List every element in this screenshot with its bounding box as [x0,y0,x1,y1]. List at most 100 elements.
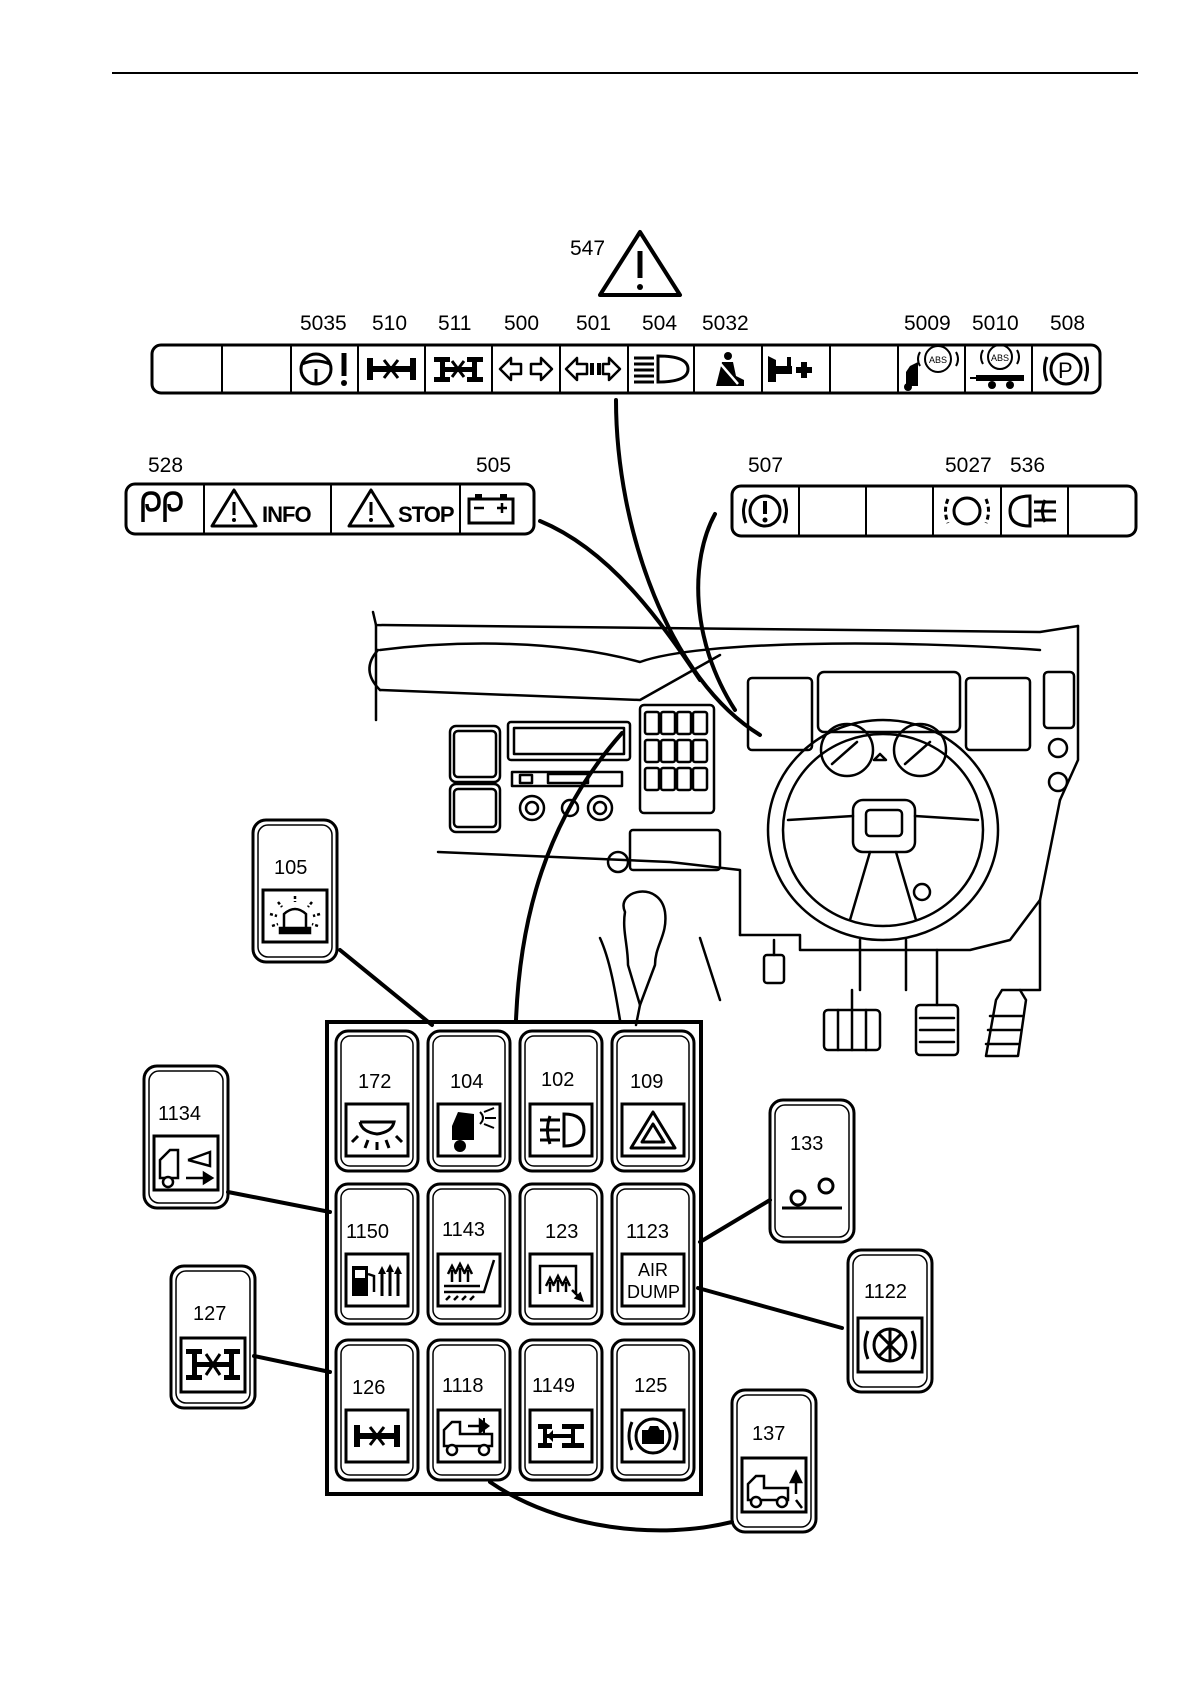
svg-text:109: 109 [630,1071,663,1093]
switch-125[interactable]: 125 [612,1340,694,1480]
label-511: 511 [438,312,471,335]
glow-plug-icon [143,493,181,522]
diff-lock-switch-icon [354,1425,400,1447]
svg-text:1122: 1122 [864,1281,907,1303]
switch-1134[interactable]: 1134 [144,1066,228,1208]
pto-icon [768,356,812,382]
switch-1143[interactable]: 1143 [428,1184,510,1324]
svg-text:105: 105 [274,857,307,879]
inter-axle-lock-icon [434,357,483,382]
svg-text:ABS: ABS [929,355,947,365]
brake-pad-icon [946,498,989,524]
connector-lines [228,400,842,1530]
engine-brake-icon [629,1419,677,1453]
label-5009: 5009 [904,312,951,335]
axle-config-icon [538,1424,584,1448]
svg-text:123: 123 [545,1221,578,1243]
label-500: 500 [504,312,539,335]
switch-126[interactable]: 126 [336,1340,418,1480]
parking-brake-icon: P [1045,354,1088,384]
turn-signal-icon [566,358,620,380]
label-508: 508 [1050,312,1085,335]
battery-icon [469,494,513,523]
svg-text:P: P [1058,358,1073,383]
svg-text:104: 104 [450,1071,483,1093]
abs-truck-icon: ABS [904,346,958,391]
switch-137[interactable]: 137 [732,1390,816,1532]
switch-172[interactable]: 172 [336,1031,418,1171]
front-fog-icon [540,1114,584,1146]
turn-signal-trailer-icon [500,358,552,380]
suspension-height-icon [782,1179,842,1208]
switch-104[interactable]: 104 [428,1031,510,1171]
abs-off-icon [865,1328,915,1362]
stop-warning-icon [349,490,393,526]
svg-text:102: 102 [541,1069,574,1091]
svg-text:1150: 1150 [346,1221,389,1243]
svg-text:1118: 1118 [442,1375,484,1397]
rear-fog-icon [1010,496,1056,526]
svg-text:126: 126 [352,1377,385,1399]
inter-axle-lock-switch-icon [186,1349,240,1380]
label-5010: 5010 [972,312,1019,335]
high-beam-icon [634,356,688,382]
svg-text:137: 137 [752,1423,785,1445]
switch-105[interactable]: 105 [253,820,337,962]
tipper-body-icon [748,1472,802,1508]
warning-triangle-547: 547 [570,232,680,295]
label-547: 547 [570,237,605,260]
switch-109[interactable]: 109 [612,1031,694,1171]
left-indicator-panel: 528 505 INFO STOP [126,454,534,534]
mirror-heater-icon [540,1266,582,1300]
svg-text:ABS: ABS [991,353,1009,363]
general-warning-icon [600,232,680,295]
dump-text: DUMP [627,1282,680,1302]
svg-text:1134: 1134 [158,1103,201,1125]
switch-123[interactable]: 123 [520,1184,602,1324]
label-536: 536 [1010,454,1045,477]
svg-text:1123: 1123 [626,1221,669,1243]
info-warning-icon [212,490,256,526]
info-text: INFO [262,502,311,527]
axle-lift-icon [444,1418,492,1455]
label-505: 505 [476,454,511,477]
reverse-alarm-icon [160,1150,212,1187]
dashboard-illustration [369,612,1078,1056]
label-5032: 5032 [702,312,749,335]
air-dump-text: AIR [638,1260,668,1280]
switch-127[interactable]: 127 [171,1266,255,1408]
switch-133[interactable]: 133 [770,1100,854,1242]
brake-warning-icon [744,496,787,526]
label-507: 507 [748,454,783,477]
seatbelt-icon [716,352,744,386]
svg-text:127: 127 [193,1303,226,1325]
diff-lock-icon [367,358,416,380]
label-5027: 5027 [945,454,992,477]
interior-light-icon [352,1122,402,1150]
svg-text:125: 125 [634,1375,667,1397]
svg-text:172: 172 [358,1071,391,1093]
svg-text:1149: 1149 [532,1375,575,1397]
stop-text: STOP [398,502,454,527]
right-indicator-panel: 507 5027 536 [732,454,1136,536]
top-indicator-panel: 5035 510 511 500 501 504 5032 5009 5010 … [152,312,1100,393]
switch-1149[interactable]: 1149 [520,1340,602,1480]
beacon-light-icon [270,896,320,933]
hazard-icon [631,1112,675,1148]
switch-102[interactable]: 102 [520,1031,602,1171]
label-504: 504 [642,312,677,335]
abs-trailer-icon: ABS [970,345,1024,389]
fuel-heater-icon [352,1264,402,1296]
switch-1150[interactable]: 1150 [336,1184,418,1324]
svg-text:1143: 1143 [442,1219,485,1241]
steering-warning-icon [301,353,347,386]
svg-text:133: 133 [790,1133,823,1155]
switch-1123[interactable]: 1123 AIR DUMP [612,1184,694,1324]
label-510: 510 [372,312,407,335]
switch-1122[interactable]: 1122 [848,1250,932,1392]
label-528: 528 [148,454,183,477]
switch-1118[interactable]: 1118 [428,1340,510,1480]
label-5035: 5035 [300,312,347,335]
seat-heater-icon [444,1260,494,1300]
